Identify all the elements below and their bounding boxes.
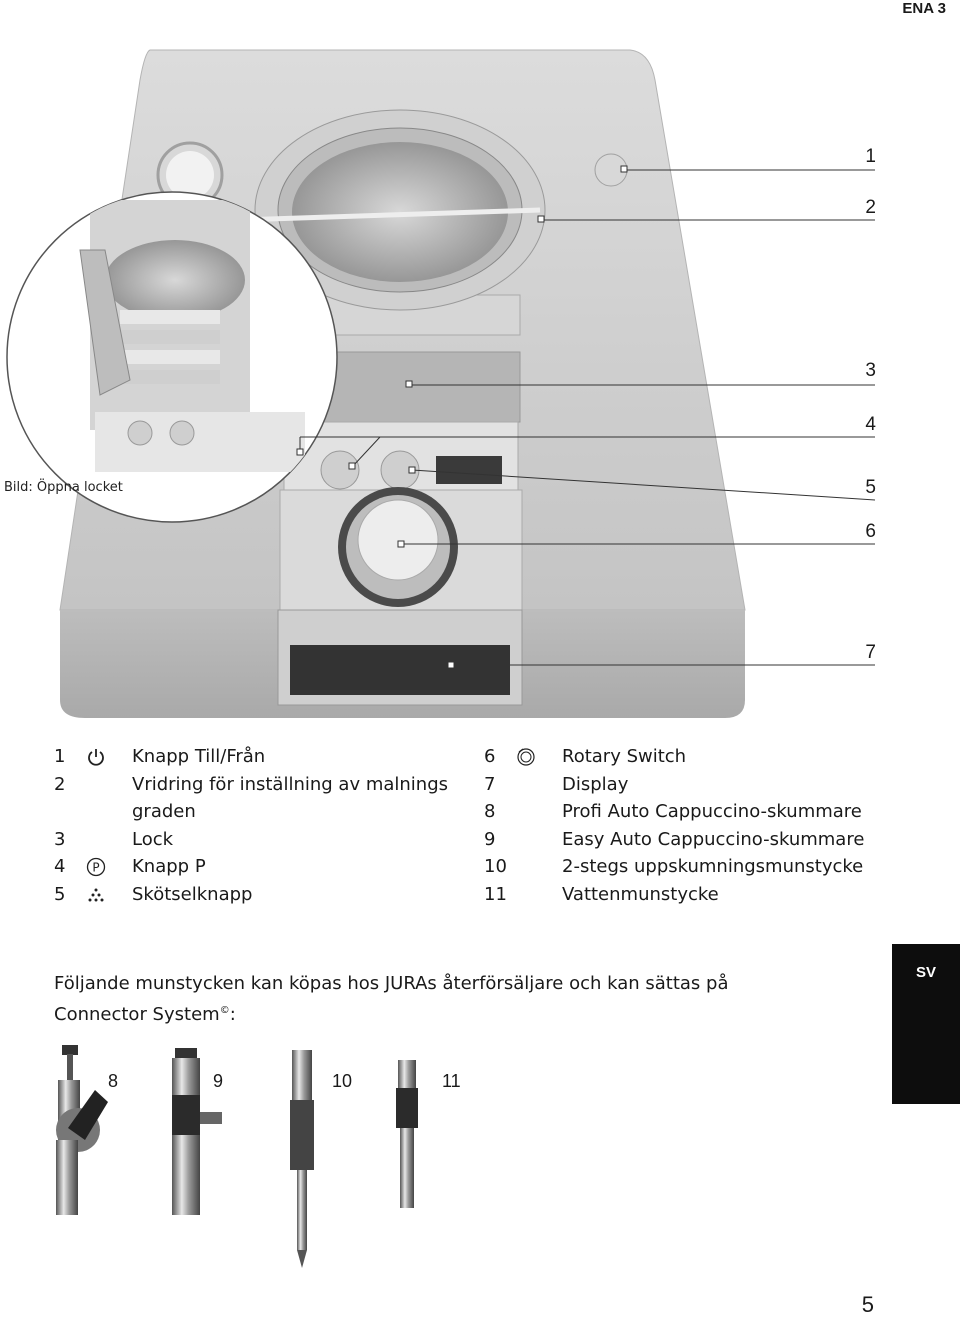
legend-left: 1 Knapp Till/Från 2 Vridring för inställ… (54, 743, 454, 908)
legend-text: Skötselknapp (132, 883, 253, 905)
note-connector: Connector System (54, 1004, 220, 1025)
power-icon (88, 749, 104, 766)
accessory-note: Följande munstycken kan köpas hos JURAs … (54, 970, 754, 1028)
callout-4: 4 (865, 414, 876, 435)
legend-number: 3 (54, 828, 66, 850)
legend-text: Vattenmunstycke (562, 883, 719, 905)
svg-text:P: P (92, 861, 99, 875)
note-line-2: Connector System©: (54, 997, 754, 1028)
legend-item: 7 Display (484, 771, 884, 799)
legend-right: 6 Rotary Switch 7 Display 8 Profi Auto C… (484, 743, 884, 908)
legend-text: Easy Auto Cappuccino-skummare (562, 828, 865, 850)
legend-item: 8 Profi Auto Cappuccino-skummare (484, 798, 884, 826)
two-stage-nozzle-image (290, 1050, 314, 1268)
legend-item: 10 2-stegs uppskumningsmunstycke (484, 853, 884, 881)
accessory-label-9: 9 (213, 1071, 224, 1091)
language-tab: SV (892, 944, 960, 1104)
legend-text: 2-stegs uppskumningsmunstycke (562, 856, 864, 877)
accessory-label-11: 11 (442, 1071, 461, 1091)
callout-7: 7 (865, 642, 876, 663)
legend-text: Lock (132, 828, 174, 850)
callout-2: 2 (865, 197, 876, 218)
machine-illustration (6, 49, 876, 718)
legend-text: Rotary Switch (562, 746, 687, 767)
legend-number: 7 (484, 773, 496, 795)
legend-number: 4 (54, 856, 66, 877)
note-line-1: Följande munstycken kan köpas hos JURAs … (54, 973, 729, 994)
legend-item: 6 Rotary Switch (484, 743, 884, 771)
legend-number: 1 (54, 746, 66, 767)
legend-text: Profi Auto Cappuccino-skummare (562, 801, 862, 822)
legend-number: 11 (484, 883, 507, 905)
legend-item: 9 Easy Auto Cappuccino-skummare (484, 826, 884, 854)
callout-5: 5 (865, 477, 876, 498)
legend-number: 9 (484, 828, 496, 850)
legend-item: 2 Vridring för inställning av malnings (54, 771, 454, 799)
accessory-label-8: 8 (108, 1071, 119, 1091)
legend-text: graden (132, 801, 196, 822)
profi-frother-image (56, 1045, 108, 1215)
legend-number: 5 (54, 883, 66, 905)
rotary-icon (517, 748, 535, 766)
callout-3: 3 (865, 360, 876, 381)
callout-6: 6 (865, 521, 876, 542)
legend-item: 4 P Knapp P (54, 853, 454, 881)
legend-number: 10 (484, 856, 507, 877)
page-number: 5 (861, 1292, 874, 1317)
legend-item: graden (54, 798, 454, 826)
legend-number: 8 (484, 801, 496, 822)
legend-item: 11 Vattenmunstycke (484, 881, 884, 909)
legend-text: Display (562, 773, 629, 795)
legend-item: 1 Knapp Till/Från (54, 743, 454, 771)
figure-caption: Bild: Öppna locket (4, 480, 123, 495)
legend-item: 5 Skötselknapp (54, 881, 454, 909)
legend-text: Knapp Till/Från (132, 746, 266, 767)
accessory-label-10: 10 (332, 1071, 353, 1091)
copyright-mark: © (219, 1005, 230, 1016)
legend-number: 2 (54, 773, 66, 795)
accessories-illustration (56, 1045, 418, 1268)
easy-frother-image (172, 1048, 222, 1215)
water-nozzle-image (396, 1060, 418, 1208)
model-name: ENA 3 (902, 0, 946, 17)
care-icon (88, 888, 104, 901)
legend-item: 3 Lock (54, 826, 454, 854)
language-label: SV (915, 964, 936, 981)
callout-1: 1 (865, 146, 876, 167)
legend-number: 6 (484, 746, 496, 767)
legend-text: Knapp P (132, 856, 206, 877)
p-button-icon: P (86, 857, 106, 877)
note-colon: : (229, 1004, 236, 1025)
legend-text: Vridring för inställning av malnings (132, 773, 449, 795)
